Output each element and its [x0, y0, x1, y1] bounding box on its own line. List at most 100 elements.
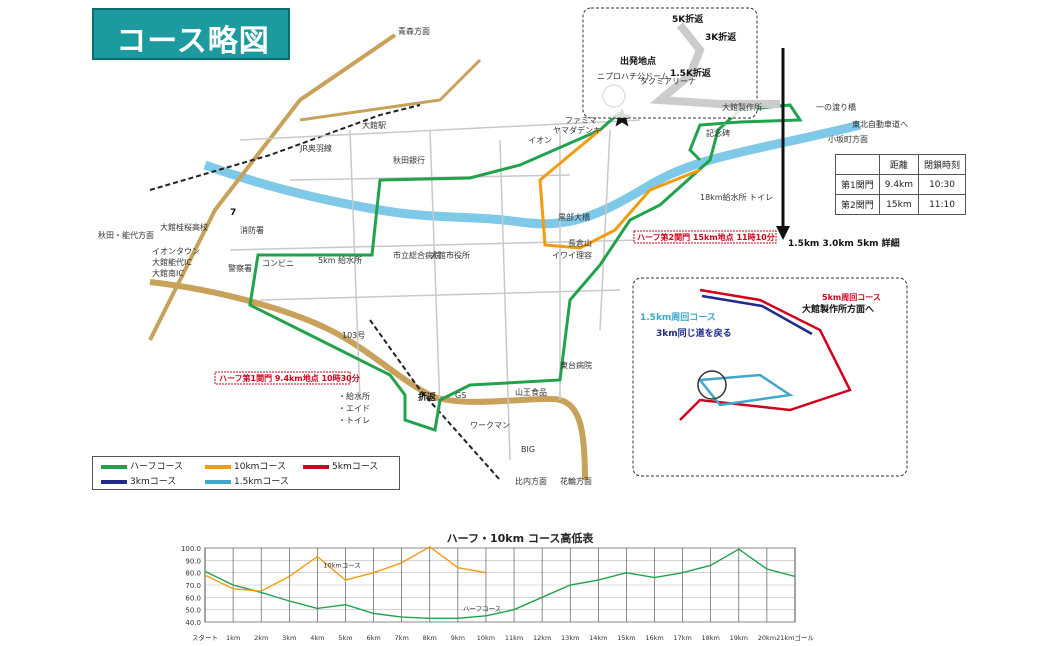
- legend-label: 5kmコース: [332, 462, 379, 472]
- river: [203, 120, 862, 229]
- label-seisakusho: 大館製作所: [722, 102, 762, 112]
- label-aomori: 青森方面: [398, 26, 430, 36]
- label-route-7: 7: [230, 208, 236, 218]
- legend-item-half: ハーフコース: [101, 460, 183, 474]
- label-higashidai: 東台病院: [560, 360, 592, 370]
- label-3k-turn: 3K折返: [705, 31, 736, 43]
- label-sogo-hospital: 市立総合病院: [393, 250, 441, 260]
- label-aeon-town: イオンタウン: [152, 247, 200, 256]
- label-keisatsu: 警察署: [228, 263, 252, 273]
- detail-3k-line: [701, 294, 813, 336]
- legend-swatch: [101, 479, 127, 484]
- label-jr-ou: JR奥羽線: [299, 143, 332, 153]
- table-header-row: 距離 閉鎖時刻: [835, 154, 967, 175]
- label-start: 出発地点: [620, 55, 656, 67]
- label-detail-5k: 5km周回コース: [822, 293, 881, 302]
- label-kosaka: 小坂町方面: [828, 134, 868, 144]
- table-cell: 9.4km: [878, 174, 920, 195]
- label-detail-5k-sub: 大館製作所方面へ: [802, 303, 874, 315]
- title-box: コース略図: [92, 8, 290, 60]
- legend-label: 1.5kmコース: [234, 477, 289, 487]
- detail-arrow-head-icon: [776, 226, 790, 240]
- detail-inset-box: [632, 277, 908, 477]
- legend-swatch: [205, 479, 231, 484]
- inset-road: [649, 22, 780, 108]
- label-sanno: 山王食品: [515, 387, 547, 397]
- label-odate-minami-ic: 大館南IC: [152, 268, 184, 278]
- table-header-cell: 距離: [878, 154, 920, 175]
- label-hinai: 比内方面: [515, 476, 547, 486]
- cp1-box: [214, 371, 351, 385]
- label-15k-turn: 1.5K折返: [670, 67, 711, 79]
- table-row: 第1関門 9.4km 10:30: [835, 174, 967, 195]
- label-route-103: 103号: [342, 331, 365, 340]
- label-iwai: イワイ理容: [552, 250, 592, 260]
- label-cp2: ハーフ第2関門 15km地点 11時10分: [637, 232, 775, 242]
- label-workman: ワークマン: [470, 421, 510, 430]
- label-yamada: ヤマダデンキ: [553, 125, 601, 135]
- table-cell: 第2関門: [835, 194, 880, 215]
- detail-5k-line: [679, 288, 852, 421]
- label-5km-aid: 5km 給水所: [318, 255, 362, 265]
- table-header-cell: 閉鎖時刻: [918, 154, 967, 175]
- label-orikaeshi: 折返: [418, 391, 436, 403]
- legend-item-3k: 3kmコース: [101, 475, 176, 489]
- label-arena: タクミアリーナ: [640, 77, 696, 86]
- detail-15k-line: [697, 373, 794, 407]
- label-shobo: 消防署: [240, 225, 264, 235]
- page-title: コース略図: [116, 24, 270, 59]
- checkpoint-table: 距離 閉鎖時刻 第1関門 9.4km 10:30 第2関門 15km 11:10: [835, 154, 967, 215]
- label-shiyakusho: 大館市役所: [430, 250, 470, 260]
- rail-south: [369, 319, 501, 481]
- label-big: BIG: [521, 445, 535, 454]
- legend-item-15k: 1.5kmコース: [205, 475, 289, 489]
- label-conveni: コンビニ: [262, 259, 294, 268]
- label-hanawa: 花輪方面: [560, 476, 592, 486]
- label-gs: GS: [455, 391, 466, 400]
- label-famima: ファミマ: [565, 116, 597, 125]
- label-kinenhi: 記念碑: [706, 128, 730, 138]
- label-cp1: ハーフ第1関門 9.4km地点 10時30分: [219, 373, 360, 383]
- table-header-cell: [835, 154, 880, 175]
- label-akita-noshiro: 秋田・能代方面: [98, 230, 154, 240]
- label-detail-15: 1.5km周回コース: [640, 312, 716, 323]
- label-kyusui: ・給水所: [338, 391, 370, 401]
- table-cell: 第1関門: [835, 174, 880, 195]
- label-detail-title: 1.5km 3.0km 5km 詳細: [788, 237, 900, 249]
- legend-item-10k: 10kmコース: [205, 460, 286, 474]
- start-inset-box: [582, 7, 758, 119]
- label-ichinowatari: 一の渡り橋: [816, 102, 856, 112]
- label-aeon: イオン: [528, 136, 552, 145]
- label-odate-noshiro-ic: 大館能代IC: [152, 257, 192, 267]
- label-nagakurayama: 長倉山: [568, 238, 592, 248]
- label-5k-turn: 5K折返: [672, 13, 703, 25]
- table-cell: 15km: [878, 194, 920, 215]
- legend-swatch: [303, 464, 329, 469]
- label-akita-bank: 秋田銀行: [393, 155, 425, 165]
- cp2-box: [633, 230, 777, 244]
- table-row: 第2関門 15km 11:10: [835, 194, 967, 215]
- legend-item-5k: 5kmコース: [303, 460, 378, 474]
- elevation-title: ハーフ・10km コース高低表: [446, 532, 594, 545]
- label-km18: 18km給水所 トイレ: [700, 192, 773, 202]
- table-cell: 11:10: [918, 194, 967, 215]
- label-aid: ・エイド: [338, 404, 370, 413]
- label-ecoh: 大館桂桜高校: [160, 222, 208, 232]
- label-kurokawa: 黒部大橋: [558, 212, 590, 222]
- street-grid: [229, 119, 641, 461]
- legend-swatch: [205, 464, 231, 469]
- detail-dome-icon: [697, 370, 727, 400]
- route-103: [149, 279, 588, 481]
- label-toilet: ・トイレ: [338, 416, 370, 425]
- table-cell: 10:30: [918, 174, 967, 195]
- label-odate-station: 大館駅: [362, 120, 386, 130]
- legend-label: ハーフコース: [130, 462, 184, 472]
- half-course-line: [248, 103, 803, 432]
- road-north: [299, 58, 482, 122]
- label-dome: ニプロハチ公ドーム: [597, 72, 669, 81]
- ten-km-course-line: [538, 128, 701, 250]
- national-route-7: [148, 33, 397, 341]
- legend-label: 10kmコース: [234, 462, 286, 472]
- course-legend: ハーフコース 10kmコース 5kmコース 3kmコース 1.5kmコース: [92, 456, 400, 490]
